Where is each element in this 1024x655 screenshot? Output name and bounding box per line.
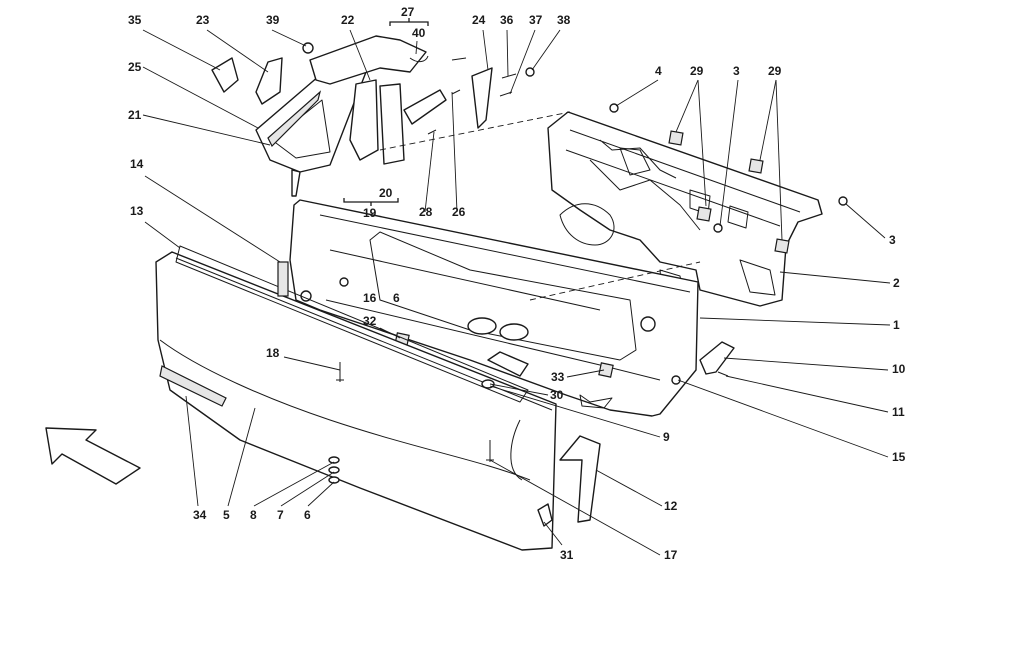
callout-17: 17 <box>664 548 678 562</box>
callout-39: 39 <box>266 13 280 27</box>
leader-line <box>531 29 561 71</box>
callout-35: 35 <box>128 13 142 27</box>
callout-28: 28 <box>419 205 433 219</box>
leader-line <box>379 327 401 339</box>
callout-18: 18 <box>266 346 280 360</box>
leader-line <box>615 79 659 107</box>
callout-2: 2 <box>893 276 900 290</box>
door-frame-assembly <box>547 103 848 307</box>
callout-24: 24 <box>472 13 486 27</box>
callout-13: 13 <box>130 204 144 218</box>
callout-4: 4 <box>655 64 662 78</box>
leader-line <box>280 471 335 507</box>
leader-line <box>779 271 891 284</box>
leader-line <box>723 357 889 371</box>
callout-25: 25 <box>128 60 142 74</box>
leader-line <box>775 79 783 241</box>
callout-36: 36 <box>500 13 514 27</box>
leader-line <box>144 221 181 249</box>
callout-7: 7 <box>277 508 284 522</box>
leader-line <box>489 385 661 438</box>
callout-21: 21 <box>128 108 142 122</box>
leader-line <box>675 79 699 133</box>
leader-line <box>482 29 489 71</box>
callout-9: 9 <box>663 430 670 444</box>
leader-line <box>144 175 281 263</box>
callout-16: 16 <box>363 291 377 305</box>
callout-11: 11 <box>892 405 905 419</box>
direction-arrow-icon <box>45 427 141 485</box>
callout-3a: 3 <box>733 64 740 78</box>
callout-12: 12 <box>664 499 678 513</box>
callout-labels: 1 2 3 3 4 5 6 6 7 8 9 10 11 12 13 14 15 … <box>128 5 906 562</box>
leader-line <box>415 40 418 55</box>
callout-15: 15 <box>892 450 906 464</box>
leader-line <box>509 29 536 95</box>
callout-3b: 3 <box>889 233 896 247</box>
leader-line <box>595 469 663 507</box>
callout-20: 20 <box>379 186 393 200</box>
callout-37: 37 <box>529 13 543 27</box>
leader-line <box>185 395 199 507</box>
callout-22: 22 <box>341 13 355 27</box>
callout-33: 33 <box>551 370 565 384</box>
callout-31: 31 <box>560 548 574 562</box>
brace-19 <box>343 198 399 206</box>
callout-14: 14 <box>130 157 144 171</box>
leader-line <box>283 356 341 371</box>
leader-line <box>253 461 335 507</box>
leader-line <box>506 29 509 77</box>
door-inner-panel <box>289 199 699 417</box>
small-parts <box>328 341 735 527</box>
leader-line <box>271 29 307 47</box>
leader-line <box>142 114 271 146</box>
leader-line <box>451 91 458 213</box>
leader-line <box>489 459 661 556</box>
callout-8: 8 <box>250 508 257 522</box>
callout-26: 26 <box>452 205 466 219</box>
leader-line <box>725 375 889 413</box>
callout-32: 32 <box>363 314 377 328</box>
callout-10: 10 <box>892 362 906 376</box>
leader-line <box>566 369 605 378</box>
callout-29a: 29 <box>690 64 704 78</box>
leader-line <box>719 79 739 227</box>
callout-6a: 6 <box>304 508 311 522</box>
callout-19: 19 <box>363 206 377 220</box>
assembly-guide-lines <box>379 111 701 301</box>
callout-23: 23 <box>196 13 210 27</box>
leader-line <box>543 521 563 546</box>
callout-27: 27 <box>401 5 415 19</box>
leader-line <box>677 379 889 458</box>
leader-line <box>142 66 259 129</box>
leader-line <box>227 407 256 507</box>
leader-line <box>424 131 435 213</box>
brace-27 <box>389 18 429 26</box>
leader-line <box>489 383 549 396</box>
window-glass-assembly <box>211 35 535 197</box>
outer-door-skin <box>155 245 557 551</box>
leader-line <box>349 29 371 81</box>
callout-1: 1 <box>893 318 900 332</box>
callout-34: 34 <box>193 508 207 522</box>
callout-5: 5 <box>223 508 230 522</box>
leader-line <box>845 203 886 239</box>
leader-line <box>699 317 891 326</box>
callout-38: 38 <box>557 13 571 27</box>
callout-40: 40 <box>412 26 426 40</box>
leader-line <box>697 79 707 207</box>
leader-lines <box>142 29 891 556</box>
leader-line <box>307 481 335 507</box>
callout-30: 30 <box>550 388 564 402</box>
leader-line <box>206 29 269 73</box>
leader-line <box>759 79 777 161</box>
leader-line <box>142 29 221 71</box>
callout-29b: 29 <box>768 64 782 78</box>
callout-6b: 6 <box>393 291 400 305</box>
